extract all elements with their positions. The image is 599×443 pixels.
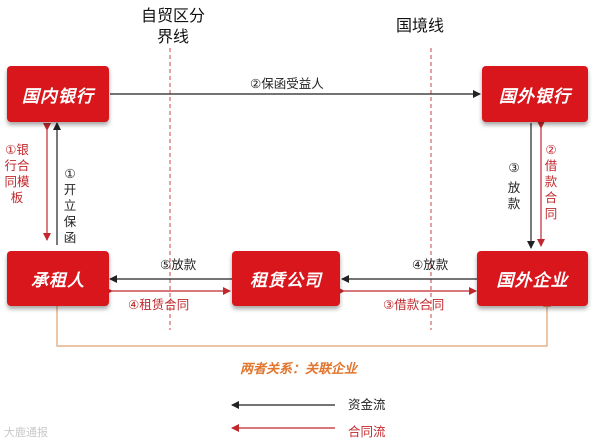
- bank-template-label: ①银行合同模板: [4, 142, 30, 205]
- lessee-node: 承租人: [7, 251, 109, 306]
- legend-contract-label: 合同流: [348, 424, 386, 439]
- open-guarantee-label: 开立保函: [63, 182, 77, 245]
- loan-contract3-label: ③借款合同: [383, 297, 445, 312]
- leasing-company-node: 租赁公司: [232, 251, 340, 306]
- loan-fund-num: ③: [508, 160, 520, 175]
- loan-fund-label: 放款: [507, 180, 521, 211]
- lend4-label: ④放款: [412, 257, 449, 272]
- ftz-boundary-title: 自贸区分界线: [140, 6, 205, 46]
- border-title: 国境线: [396, 16, 445, 35]
- legend-fund-label: 资金流: [348, 397, 386, 412]
- loan-contract-right-label: ②借款合同: [544, 142, 558, 221]
- lease-contract-label: ④租赁合同: [128, 297, 190, 312]
- watermark: 大鹿通报: [4, 426, 48, 439]
- foreign-bank-node: 国外银行: [482, 66, 588, 122]
- domestic-bank-node: 国内银行: [7, 66, 109, 122]
- relation-line: [53, 293, 551, 347]
- relation-label: 两者关系：关联企业: [240, 362, 358, 377]
- lend5-label: ⑤放款: [160, 257, 197, 272]
- open-guarantee-num: ①: [64, 166, 76, 181]
- foreign-enterprise-node: 国外企业: [477, 251, 588, 306]
- beneficiary-label: ②保函受益人: [250, 76, 324, 91]
